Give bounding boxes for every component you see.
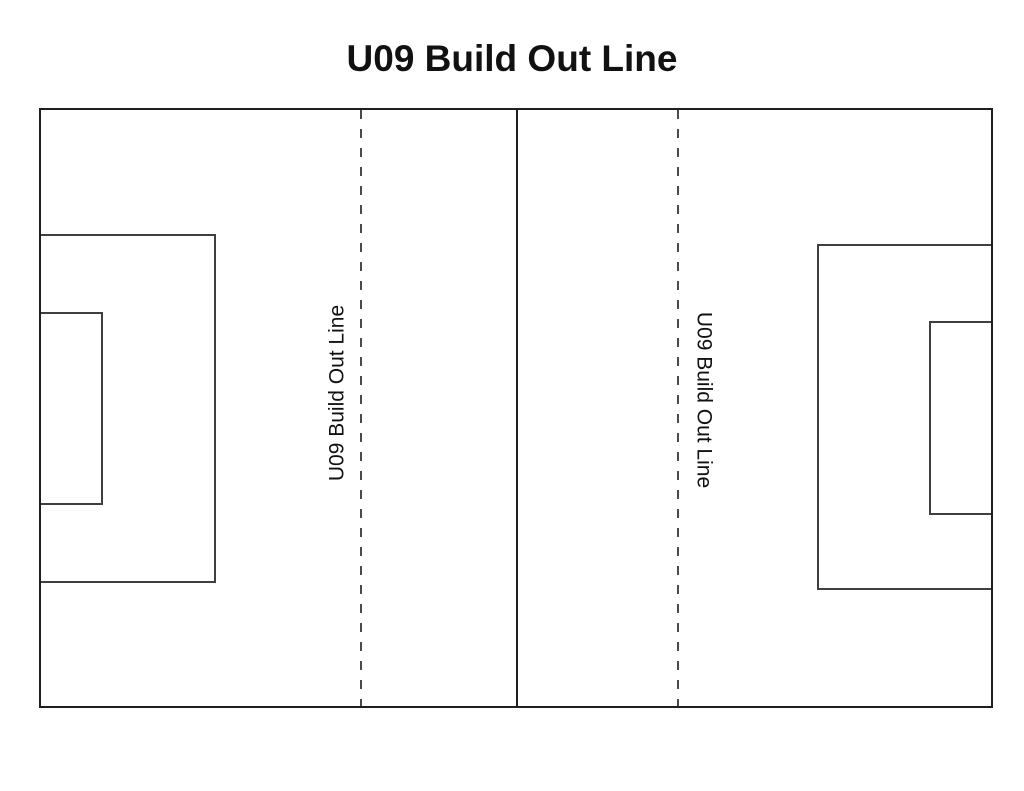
right-build-out-label: U09 Build Out Line — [692, 311, 716, 489]
soccer-field-boundary: U09 Build Out Line U09 Build Out Line — [39, 108, 993, 708]
left-penalty-area — [41, 234, 216, 583]
left-goal-area — [41, 312, 103, 505]
right-goal-area — [929, 321, 991, 515]
right-penalty-area — [817, 244, 991, 590]
diagram-title: U09 Build Out Line — [346, 38, 678, 79]
halfway-line — [516, 110, 518, 706]
right-build-out-line — [677, 110, 679, 706]
left-build-out-line — [360, 110, 362, 706]
left-build-out-label: U09 Build Out Line — [325, 304, 349, 482]
